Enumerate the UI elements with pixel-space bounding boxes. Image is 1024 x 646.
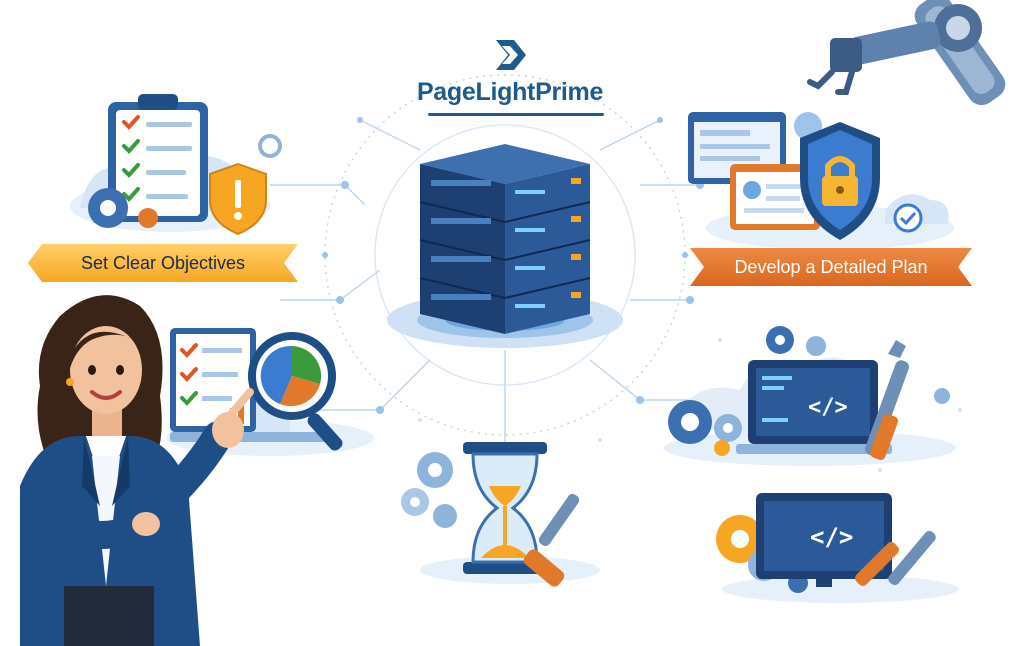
code-monitor-icon: </>	[716, 493, 958, 603]
clipboard-checklist-icon	[70, 94, 282, 236]
logo-chevron-icon	[496, 40, 526, 70]
security-shield-lock-icon	[688, 112, 954, 250]
brand-name: PageLightPrime	[416, 78, 604, 106]
svg-text:</>: </>	[810, 523, 853, 551]
hourglass-icon	[401, 442, 600, 587]
brand-logo: PageLightPrime	[410, 38, 610, 122]
code-laptop-icon: </>	[664, 326, 956, 466]
presenter-woman-illustration	[20, 295, 254, 646]
robot-arm-icon	[807, 0, 1006, 106]
svg-text:</>: </>	[808, 395, 848, 420]
server-rack-icon	[387, 144, 623, 348]
step-label-set-objectives: Set Clear Objectives	[28, 244, 298, 282]
step-label-develop-plan: Develop a Detailed Plan	[690, 248, 972, 286]
brand-underline	[428, 113, 604, 116]
